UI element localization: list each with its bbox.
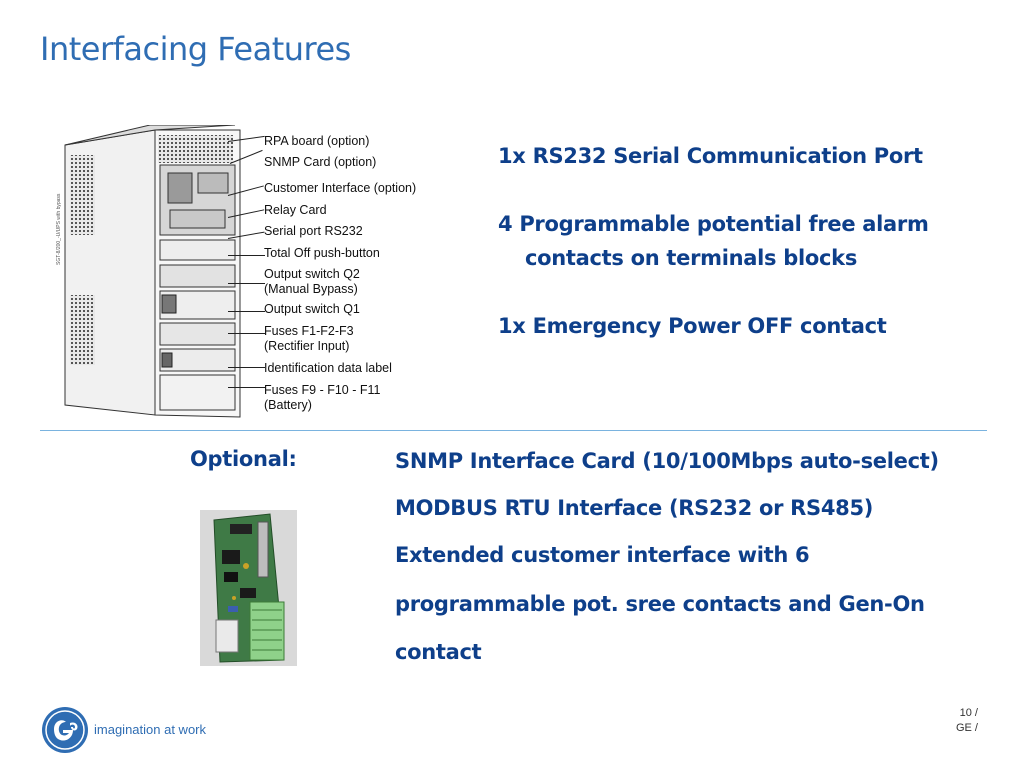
optional-item: contact [395, 640, 482, 664]
interface-card-photo [200, 510, 297, 666]
callout-output-switch-q1: Output switch Q1 [264, 302, 360, 316]
leader-line [228, 333, 265, 334]
feature-rs232: 1x RS232 Serial Communication Port [498, 144, 923, 168]
optional-label: Optional: [190, 447, 297, 471]
divider [40, 430, 987, 431]
callout-serial-port: Serial port RS232 [264, 224, 363, 238]
leader-line [228, 283, 265, 284]
ge-logo [40, 705, 90, 755]
ups-cabinet-drawing: SGT-8/200_-U/UPS with bypass [56, 124, 241, 418]
footer-org: GE / [955, 722, 978, 734]
optional-item: MODBUS RTU Interface (RS232 or RS485) [395, 496, 874, 520]
tagline: imagination at work [94, 722, 206, 737]
leader-line [228, 387, 265, 388]
optional-item: programmable pot. sree contacts and Gen-… [395, 592, 925, 616]
feature-alarm-contacts: 4 Programmable potential free alarm [498, 212, 929, 236]
callout-rpa-board: RPA board (option) [264, 134, 370, 148]
callout-output-switch-q2: Output switch Q2 (Manual Bypass) [264, 267, 360, 296]
callout-customer-interface: Customer Interface (option) [264, 181, 417, 195]
ge-logo-mark [42, 707, 88, 753]
page-number: 10 / [959, 707, 978, 719]
callout-identification-label: Identification data label [264, 361, 392, 375]
ups-cabinet-figure: SGT-8/200_-U/UPS with bypass RPA board (… [50, 124, 450, 425]
callout-relay-card: Relay Card [264, 203, 327, 217]
optional-item: SNMP Interface Card (10/100Mbps auto-sel… [395, 449, 939, 473]
slide-title: Interfacing Features [40, 30, 351, 68]
leader-line [228, 311, 265, 312]
feature-epo-contact: 1x Emergency Power OFF contact [498, 314, 887, 338]
optional-item: Extended customer interface with 6 [395, 543, 810, 567]
callout-total-off: Total Off push-button [264, 246, 380, 260]
feature-alarm-contacts-cont: contacts on terminals blocks [525, 246, 858, 270]
callout-fuses-f1-f3: Fuses F1-F2-F3 (Rectifier Input) [264, 324, 354, 353]
svg-text:SGT-8/200_-U/UPS with bypass: SGT-8/200_-U/UPS with bypass [56, 193, 62, 265]
page-number-block: 10 / GE / [956, 706, 978, 736]
interface-card-image [200, 510, 297, 666]
callout-snmp-card: SNMP Card (option) [264, 155, 377, 169]
leader-line [228, 367, 265, 368]
leader-line [228, 255, 265, 256]
callout-fuses-f9-f11: Fuses F9 - F10 - F11 (Battery) [264, 383, 381, 412]
